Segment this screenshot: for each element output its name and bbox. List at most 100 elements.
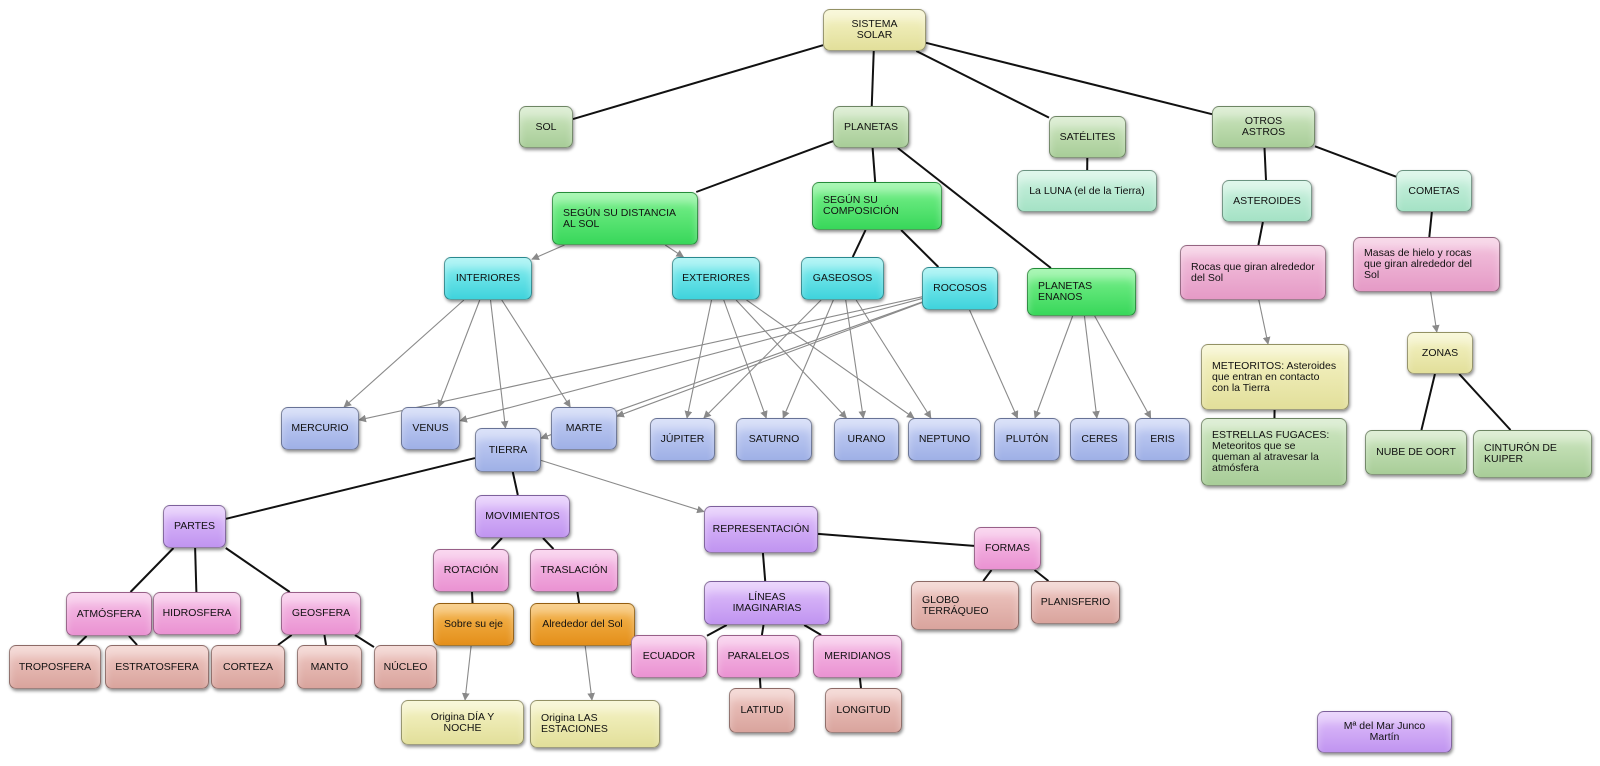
edge-planetas_enanos-pluton — [1033, 315, 1074, 419]
node-representacion[interactable]: REPRESENTACIÓN — [704, 506, 818, 553]
edge-gaseosos-neptuno — [855, 299, 932, 419]
edge-planetas_enanos-eris — [1094, 315, 1152, 419]
edge-sobre_eje-dia_noche — [461, 645, 472, 701]
node-asteroides[interactable]: ASTEROIDES — [1222, 180, 1312, 222]
node-rocosos[interactable]: ROCOSOS — [922, 267, 998, 310]
node-eris[interactable]: ERIS — [1135, 418, 1190, 461]
edge-asteroides-rocas — [1257, 221, 1264, 246]
edge-exteriores-neptuno — [746, 299, 915, 419]
edge-movimientos-traslacion — [542, 537, 555, 550]
edge-zonas-cinturon_kuiper — [1458, 373, 1512, 431]
edge-rocosos-pluton — [969, 309, 1019, 419]
edge-segun_composicion-rocosos — [900, 229, 940, 268]
edge-paralelos-latitud — [758, 677, 762, 689]
node-ecuador[interactable]: ECUADOR — [631, 635, 707, 678]
node-meteoritos[interactable]: METEORITOS: Asteroides que entran en con… — [1201, 344, 1349, 410]
edge-exteriores-urano — [735, 299, 847, 419]
node-planetas[interactable]: PLANETAS — [833, 106, 909, 148]
node-planetas-enanos[interactable]: PLANETAS ENANOS — [1027, 268, 1136, 316]
node-exteriores[interactable]: EXTERIORES — [672, 257, 760, 300]
node-ceres[interactable]: CERES — [1070, 418, 1129, 461]
edge-tierra-movimientos — [511, 471, 519, 496]
node-segun-su-composicion[interactable]: SEGÚN SU COMPOSICIÓN — [812, 182, 942, 230]
edge-exteriores-saturno — [723, 299, 768, 419]
edge-planetas-planetas_enanos — [897, 147, 1052, 269]
edge-rocosos-mercurio — [358, 296, 923, 423]
node-sobre-su-eje[interactable]: Sobre su eje — [433, 603, 514, 646]
node-origina-las-estaciones[interactable]: Origina LAS ESTACIONES — [530, 700, 660, 748]
node-segun-su-distancia[interactable]: SEGÚN SU DISTANCIA AL SOL — [552, 192, 698, 245]
node-alrededor-del-sol[interactable]: Alrededor del Sol — [530, 603, 635, 646]
node-venus[interactable]: VENUS — [401, 407, 460, 450]
edge-meridianos-longitud — [858, 677, 862, 689]
edge-partes-atmosfera — [129, 547, 175, 593]
node-origina-dia-y-noche[interactable]: Origina DÍA Y NOCHE — [401, 700, 524, 745]
edge-otros_astros-asteroides — [1263, 147, 1268, 181]
node-neptuno[interactable]: NEPTUNO — [908, 418, 981, 461]
node-paralelos[interactable]: PARALELOS — [717, 635, 800, 678]
edge-alrededor_sol-estaciones — [584, 645, 595, 701]
node-globo-terraqueo[interactable]: GLOBO TERRÁQUEO — [911, 581, 1019, 630]
node-planisferio[interactable]: PLANISFERIO — [1031, 581, 1120, 624]
node-geosfera[interactable]: GEOSFERA — [281, 592, 361, 635]
edge-segun_distancia-exteriores — [664, 244, 685, 258]
node-zonas[interactable]: ZONAS — [1407, 332, 1473, 374]
edge-partes-hidrosfera — [194, 547, 198, 593]
node-nucleo[interactable]: NÚCLEO — [374, 645, 437, 689]
node-nube-de-oort[interactable]: NUBE DE OORT — [1365, 430, 1467, 475]
node-lineas-imaginarias[interactable]: LÍNEAS IMAGINARIAS — [704, 581, 830, 625]
node-sistema-solar[interactable]: SISTEMA SOLAR — [823, 9, 926, 51]
node-gaseosos[interactable]: GASEOSOS — [801, 257, 884, 300]
edge-interiores-tierra — [489, 299, 509, 429]
edge-tierra-partes — [225, 457, 476, 520]
node-estrellas-fugaces[interactable]: ESTRELLAS FUGACES: Meteoritos que se que… — [1201, 418, 1347, 486]
node-atmosfera[interactable]: ATMÓSFERA — [66, 592, 152, 636]
node-otros-astros[interactable]: OTROS ASTROS — [1212, 106, 1315, 148]
node-troposfera[interactable]: TROPOSFERA — [9, 645, 101, 689]
node-pluton[interactable]: PLUTÓN — [994, 418, 1060, 461]
node-cometas[interactable]: COMETAS — [1396, 170, 1472, 212]
node-sol[interactable]: SOL — [519, 106, 573, 148]
node-satelites[interactable]: SATÉLITES — [1049, 116, 1126, 158]
node-interiores[interactable]: INTERIORES — [444, 257, 532, 300]
edge-sistema_solar-sol — [572, 44, 824, 120]
edge-formas-planisferio — [1033, 569, 1050, 582]
edge-rocosos-marte — [616, 302, 923, 418]
node-latitud[interactable]: LATITUD — [729, 688, 795, 733]
node-manto[interactable]: MANTO — [297, 645, 362, 689]
edge-sistema_solar-satelites — [915, 50, 1050, 119]
edge-interiores-marte — [501, 299, 571, 408]
edge-interiores-venus — [437, 299, 481, 408]
node-mercurio[interactable]: MERCURIO — [281, 407, 359, 450]
node-traslacion[interactable]: TRASLACIÓN — [530, 549, 618, 592]
node-longitud[interactable]: LONGITUD — [825, 688, 902, 733]
node-meridianos[interactable]: MERIDIANOS — [813, 635, 902, 678]
node-jupiter[interactable]: JÚPITER — [650, 418, 715, 461]
node-cinturon-de-kuiper[interactable]: CINTURÓN DE KUIPER — [1473, 430, 1592, 478]
node-rocas[interactable]: Rocas que giran alrededor del Sol — [1180, 245, 1326, 300]
node-movimientos[interactable]: MOVIMIENTOS — [475, 495, 570, 538]
edge-zonas-nube_oort — [1420, 373, 1436, 431]
edge-geosfera-nucleo — [354, 634, 375, 648]
edge-gaseosos-saturno — [782, 299, 834, 419]
node-masas[interactable]: Masas de hielo y rocas que giran alreded… — [1353, 237, 1500, 292]
node-corteza[interactable]: CORTEZA — [211, 645, 285, 689]
node-marte[interactable]: MARTE — [551, 407, 617, 450]
edge-segun_distancia-interiores — [531, 244, 565, 260]
node-hidrosfera[interactable]: HIDROSFERA — [153, 592, 241, 635]
edge-lineas-ecuador — [706, 624, 728, 637]
node-urano[interactable]: URANO — [834, 418, 899, 461]
edge-planetas_enanos-ceres — [1083, 315, 1100, 419]
node-tierra[interactable]: TIERRA — [475, 428, 541, 472]
edge-rotacion-sobre_eje — [470, 591, 474, 604]
edge-interiores-mercurio — [343, 299, 465, 408]
edge-sistema_solar-otros_astros — [925, 41, 1213, 116]
node-la-luna[interactable]: La LUNA (el de la Tierra) — [1017, 170, 1157, 212]
node-partes[interactable]: PARTES — [163, 505, 226, 548]
node-estratosfera[interactable]: ESTRATOSFERA — [105, 645, 209, 689]
node-rotacion[interactable]: ROTACIÓN — [433, 549, 509, 592]
node-formas[interactable]: FORMAS — [974, 527, 1041, 570]
edge-traslacion-alrededor_sol — [576, 591, 581, 604]
edge-segun_composicion-gaseosos — [851, 229, 867, 258]
node-saturno[interactable]: SATURNO — [736, 418, 812, 461]
